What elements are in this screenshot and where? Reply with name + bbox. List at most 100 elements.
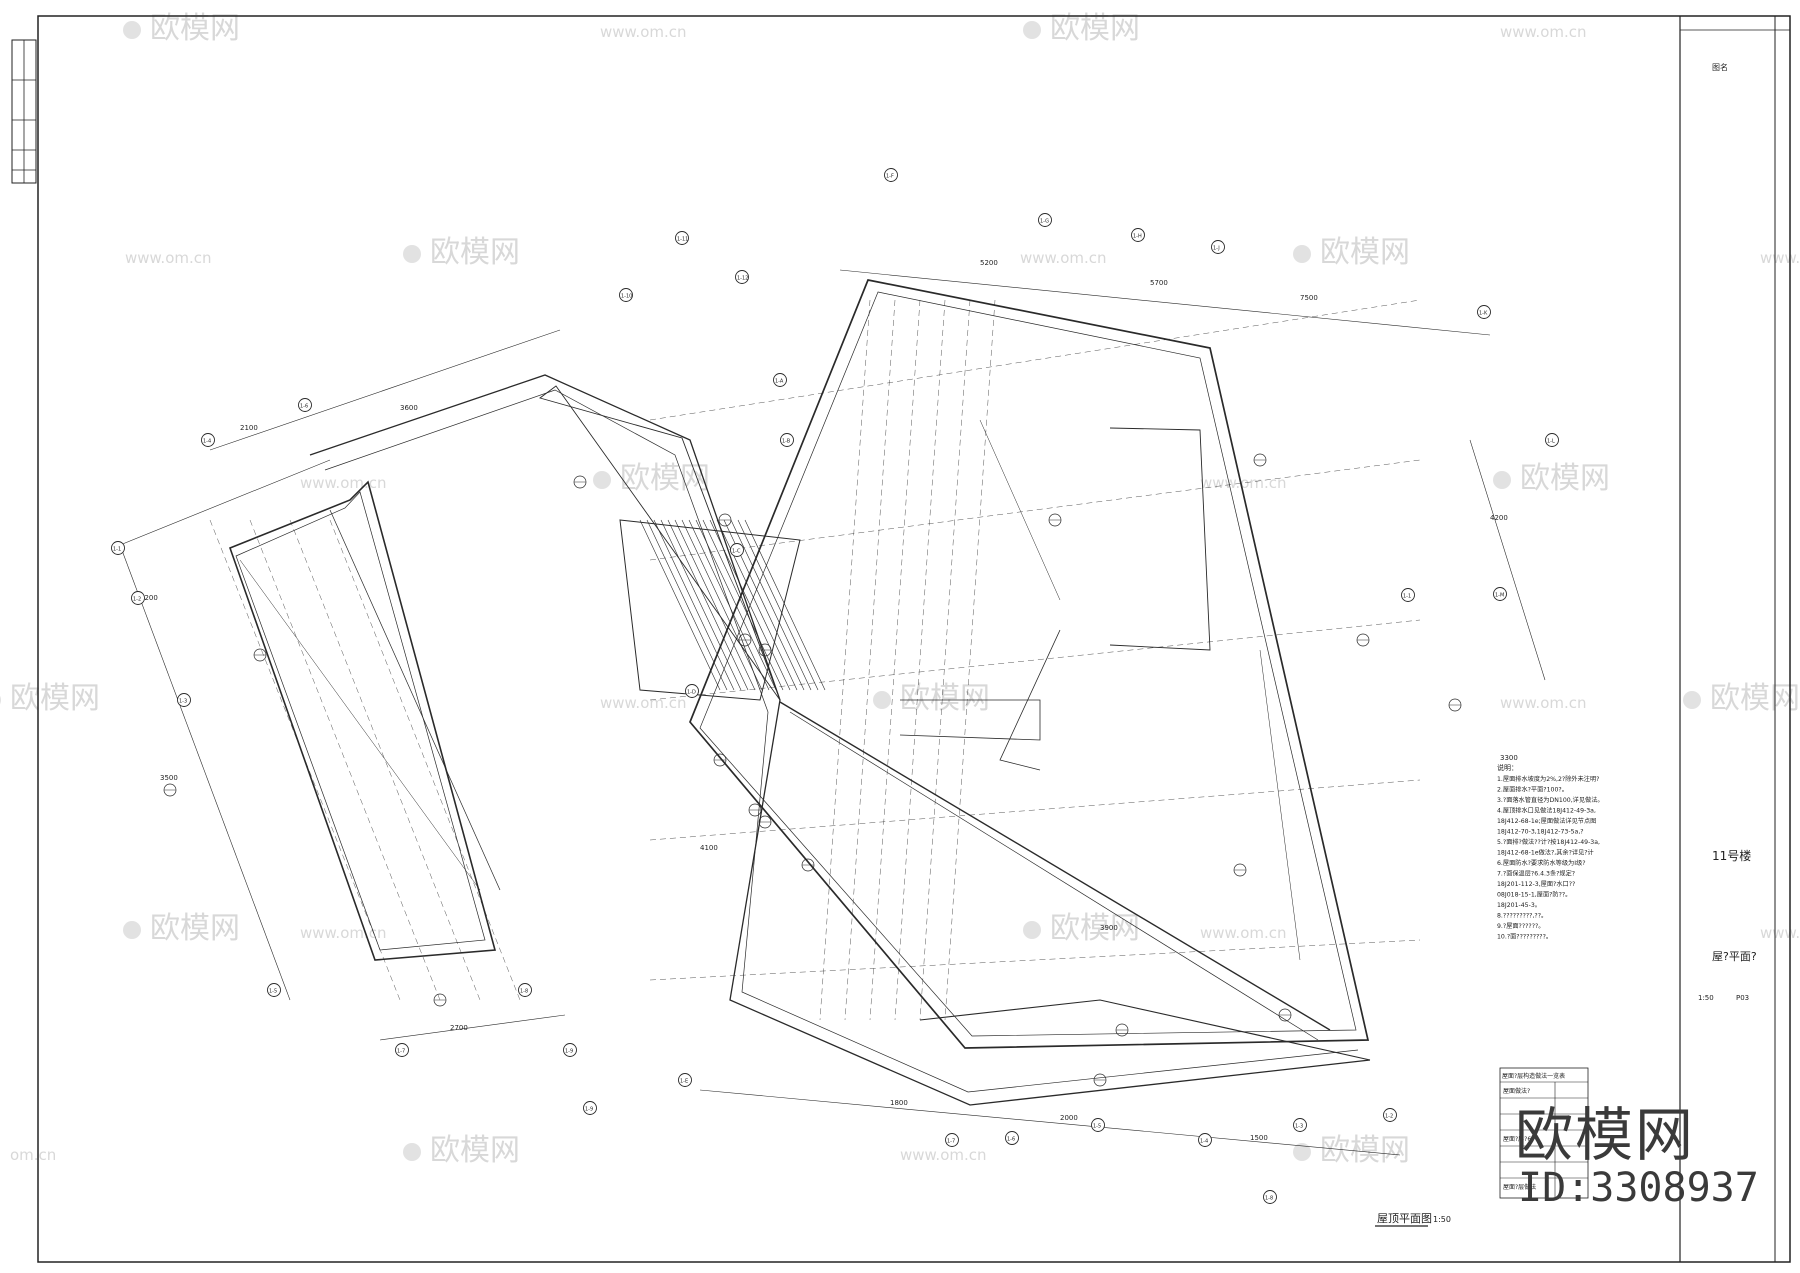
watermark-url: www.om.cn — [900, 1146, 987, 1164]
grid-bubble-label: 1-D — [687, 690, 696, 696]
watermark-logo-icon — [1683, 691, 1701, 709]
grid-bubble — [1091, 1118, 1105, 1132]
grid-axis-line — [289, 519, 481, 1001]
left-wing-inner — [235, 491, 486, 951]
drain-line — [1259, 649, 1301, 961]
grid-axis-line — [649, 299, 1421, 421]
grid-bubble — [111, 541, 125, 555]
grid-bubble-label: 1-7 — [947, 1139, 955, 1145]
watermark-logo-icon — [873, 691, 891, 709]
watermark-brand: 欧模网 — [900, 681, 990, 716]
dimension-label: 3300 — [1500, 754, 1518, 762]
titleblock-scale: 1:50 — [1698, 994, 1714, 1002]
grid-bubble — [780, 433, 794, 447]
watermark-logo-icon — [123, 921, 141, 939]
grid-bubble-label: 1-4 — [203, 439, 211, 445]
stair-hatch-line — [646, 519, 728, 691]
grid-bubble-label: 1-3 — [1295, 1124, 1303, 1130]
watermark-id: ID:3308937 — [1518, 1165, 1759, 1211]
watermark-logo-icon — [403, 1143, 421, 1161]
grid-bubble — [773, 373, 787, 387]
watermark-brand: 欧模网 — [1050, 911, 1140, 946]
stair-hatch-outline — [619, 519, 801, 701]
grid-bubble — [945, 1133, 959, 1147]
grid-bubble — [1477, 305, 1491, 319]
watermark-brand: 欧模网 — [430, 1133, 520, 1168]
stair-hatch-line — [695, 519, 777, 691]
grid-bubble-label: 1-7 — [397, 1049, 405, 1055]
south-wall — [919, 999, 1371, 1061]
notes-line: 3.?面落水管直径为DN100,详见做法。 — [1497, 796, 1604, 804]
watermark-url: www.om.cn — [600, 23, 687, 41]
grid-bubble-label: 1-6 — [1007, 1137, 1015, 1143]
watermark-brand: 欧模网 — [1320, 1133, 1410, 1168]
plan-scale: 1:50 — [1433, 1215, 1451, 1224]
watermark-logo-icon — [123, 21, 141, 39]
valley-line — [329, 509, 501, 891]
grid-bubble-label: 1-5 — [269, 989, 277, 995]
watermark-logo-icon — [0, 695, 1, 705]
watermark-brand: 欧模网 — [150, 11, 240, 46]
spec-table-cell: 屋面做法? — [1503, 1087, 1530, 1095]
main-block-inner — [699, 291, 1357, 1037]
grid-bubble-label: 1-9 — [585, 1107, 593, 1113]
stair-hatch-line — [730, 519, 812, 691]
grid-bubble — [1038, 213, 1052, 227]
grid-bubble-label: 1-3 — [179, 699, 187, 705]
notes-line: 4.屋顶排水口见做法18J412-49-3a, — [1497, 807, 1596, 815]
grid-bubble-label: 1-B — [782, 439, 791, 445]
dimension-label: 2000 — [1060, 1114, 1078, 1122]
grid-bubble — [1545, 433, 1559, 447]
grid-bubble — [1263, 1190, 1277, 1204]
grid-bubble — [884, 168, 898, 182]
watermark-url: www.om.cn — [1200, 474, 1287, 492]
dimension-line — [209, 329, 561, 451]
notes-line: 18J412-68-1e做法?,其余?详见?计 — [1497, 849, 1594, 857]
grid-bubble — [1211, 240, 1225, 254]
notes-line: 7.?面保温层?6.4.3条?规定? — [1497, 870, 1575, 878]
diagonal-ridge — [779, 701, 1331, 1031]
left-wing-outline — [228, 480, 497, 961]
grid-bubble — [563, 1043, 577, 1057]
watermark-url: www.om.cn — [1020, 249, 1107, 267]
grid-bubble — [1383, 1108, 1397, 1122]
watermark-url: om.cn — [10, 1146, 56, 1164]
drain-line — [239, 559, 481, 891]
stair-hatch-line — [688, 519, 770, 691]
notes-line: 10.?面?????????。 — [1497, 934, 1552, 941]
watermark-logo-icon — [1293, 245, 1311, 263]
grid-bubble-label: 1-9 — [565, 1049, 573, 1055]
grid-bubble-label: 1-1 — [1403, 594, 1411, 600]
grid-bubble-label: 1-1 — [113, 547, 121, 553]
dimension-line — [839, 269, 1491, 336]
grid-bubble — [735, 270, 749, 284]
grid-bubble — [1401, 588, 1415, 602]
grid-axis-line — [249, 519, 441, 1001]
grid-bubble-label: 1-C — [732, 549, 741, 555]
grid-bubble-label: 1-8 — [1265, 1196, 1273, 1202]
notes-line: 2.屋面排水?平面?100?。 — [1497, 786, 1568, 794]
grid-axis-line — [649, 779, 1421, 841]
grid-bubble — [1493, 587, 1507, 601]
dimension-line — [119, 459, 331, 546]
titleblock-header: 图名 — [1712, 62, 1728, 72]
notes-line: 18J201-45-3。 — [1497, 902, 1541, 909]
dimension-label: 3200 — [140, 594, 158, 602]
titleblock-sheet-number: P03 — [1736, 994, 1749, 1002]
grid-axis-line — [894, 299, 946, 1021]
grid-bubble-label: 1-H — [1133, 234, 1142, 240]
watermark-url: www.om.cn — [125, 249, 212, 267]
watermark-logo-icon — [403, 245, 421, 263]
grid-bubble-label: 1-M — [1495, 593, 1504, 599]
grid-bubble — [619, 288, 633, 302]
spec-table-cell: 屋面?层做法 — [1503, 1183, 1536, 1191]
grid-axis-line — [869, 299, 921, 1021]
dimension-line — [699, 1089, 1401, 1156]
dimension-label: 3900 — [1100, 924, 1118, 932]
grid-bubble — [1131, 228, 1145, 242]
notes-line: 18J412-68-1e;屋面做法详见节点图 — [1497, 817, 1596, 825]
grid-bubble — [131, 591, 145, 605]
grid-bubble — [298, 398, 312, 412]
